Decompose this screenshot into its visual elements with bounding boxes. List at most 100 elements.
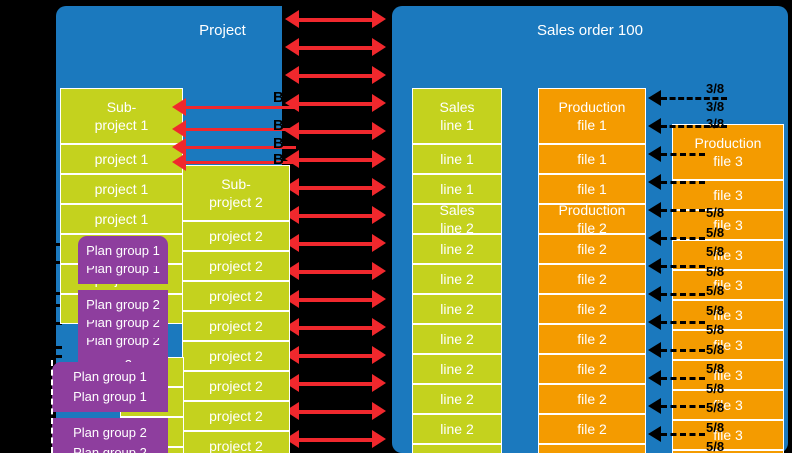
subproject-link-arrow-head xyxy=(172,153,186,171)
subproject-2-card[interactable]: project 2 xyxy=(182,431,290,453)
ratio-arrow-head xyxy=(648,118,661,134)
production-file-card[interactable]: file 2 xyxy=(538,264,646,294)
bracket-glyph: B xyxy=(273,89,284,106)
production-file-3-card[interactable]: file 3 xyxy=(672,180,784,210)
production-file-card[interactable]: file 2 xyxy=(538,414,646,444)
bidirectional-arrow-shaft xyxy=(299,270,372,274)
subproject-2-card[interactable]: project 2 xyxy=(182,221,290,251)
bidirectional-arrow-head-right xyxy=(372,206,386,224)
sales-line-card[interactable]: line 2 xyxy=(412,324,502,354)
subproject-2-card-label: project 2 xyxy=(209,318,263,334)
sales-line-card-label: Sales line 1 xyxy=(439,99,475,133)
sales-line-card[interactable]: line 2 xyxy=(412,354,502,384)
subproject-1-card-label: Sub- project 1 xyxy=(94,99,149,133)
bidirectional-arrow-shaft xyxy=(299,130,372,134)
bidirectional-arrow-head-right xyxy=(372,66,386,84)
subproject-1-card[interactable]: Sub- project 1 xyxy=(60,88,183,144)
production-file-3-card[interactable]: file 3 xyxy=(672,240,784,270)
ratio-arrow-shaft xyxy=(661,97,727,100)
subproject-2-card[interactable]: project 2 xyxy=(182,311,290,341)
subproject-2-card[interactable]: project 2 xyxy=(182,281,290,311)
plan-connector-line xyxy=(14,346,62,349)
production-file-card[interactable]: file 2 xyxy=(538,384,646,414)
subproject-1-card[interactable]: project 1 xyxy=(60,204,183,234)
production-file-card[interactable]: file 2 xyxy=(538,444,646,453)
plan-connector-line xyxy=(14,292,62,295)
ratio-arrow-shaft xyxy=(661,293,705,296)
subproject-2-card[interactable]: Sub- project 2 xyxy=(182,165,290,221)
production-file-3-card[interactable]: file 3 xyxy=(672,360,784,390)
plan-group-card[interactable]: Plan group 2 xyxy=(52,418,168,448)
plan-group-card[interactable]: Plan group 2 xyxy=(78,290,168,320)
sales-line-card[interactable]: line 2 xyxy=(412,414,502,444)
production-file-3-card[interactable]: file 3 xyxy=(672,330,784,360)
subproject-2-card[interactable]: project 2 xyxy=(182,371,290,401)
sales-line-card-label: line 2 xyxy=(440,331,474,347)
bidirectional-arrow-head-right xyxy=(372,430,386,448)
subproject-2-card-label: project 2 xyxy=(209,288,263,304)
sales-line-card-label: line 1 xyxy=(440,151,474,167)
sales-line-card[interactable]: line 2 xyxy=(412,444,502,453)
production-file-3-card[interactable]: file 3 xyxy=(672,390,784,420)
plan-group-card[interactable]: Plan group 1 xyxy=(52,362,168,392)
ratio-arrow-shaft xyxy=(661,433,705,436)
subproject-2-card-label: project 2 xyxy=(209,228,263,244)
ratio-arrow-head xyxy=(648,286,661,302)
ratio-arrow-head xyxy=(648,174,661,190)
sales-line-card[interactable]: line 2 xyxy=(412,234,502,264)
production-file-3-card[interactable]: Production file 3 xyxy=(672,124,784,180)
bidirectional-arrow-shaft xyxy=(299,18,372,22)
subproject-2-card[interactable]: project 2 xyxy=(182,401,290,431)
subproject-2-card[interactable]: project 2 xyxy=(182,341,290,371)
production-file-card-label: file 2 xyxy=(577,391,607,407)
bidirectional-arrow-shaft xyxy=(299,326,372,330)
sales-line-card[interactable]: Sales line 1 xyxy=(412,88,502,144)
plan-group-label: Plan group 1 xyxy=(73,369,147,384)
sales-line-card[interactable]: line 1 xyxy=(412,144,502,174)
subproject-link-arrow-shaft xyxy=(186,161,296,164)
bidirectional-arrow-head-right xyxy=(372,178,386,196)
bidirectional-arrow-head-right xyxy=(372,402,386,420)
sales-line-card[interactable]: Sales line 2 xyxy=(412,204,502,234)
production-file-3-card[interactable]: file 3 xyxy=(672,210,784,240)
production-file-card[interactable]: Production file 2 xyxy=(538,204,646,234)
bidirectional-arrow-head-right xyxy=(372,234,386,252)
ratio-arrow-head xyxy=(648,398,661,414)
plan-group-card[interactable]: Plan group 1 xyxy=(78,236,168,266)
production-file-card[interactable]: file 1 xyxy=(538,174,646,204)
bidirectional-arrow-head-left xyxy=(285,10,299,28)
subproject-1-card[interactable]: project 1 xyxy=(60,174,183,204)
production-file-card[interactable]: file 2 xyxy=(538,324,646,354)
plan-group-label: Plan group 2 xyxy=(73,425,147,440)
production-file-card[interactable]: file 1 xyxy=(538,144,646,174)
subproject-2-card[interactable]: project 2 xyxy=(182,251,290,281)
production-file-3-card[interactable]: file 3 xyxy=(672,300,784,330)
ratio-label: 5/8 xyxy=(706,302,725,318)
subproject-link-arrow-shaft xyxy=(186,128,296,131)
bidirectional-arrow-head-right xyxy=(372,346,386,364)
sales-line-card-label: line 1 xyxy=(440,181,474,197)
bidirectional-arrow-head-right xyxy=(372,10,386,28)
sales-line-card[interactable]: line 1 xyxy=(412,174,502,204)
production-file-card[interactable]: file 2 xyxy=(538,354,646,384)
ratio-arrow-shaft xyxy=(661,321,705,324)
ratio-label: 5/8 xyxy=(706,361,725,376)
sales-line-card[interactable]: line 2 xyxy=(412,294,502,324)
production-file-3-card[interactable]: file 3 xyxy=(672,450,784,453)
ratio-arrow-head xyxy=(648,370,661,386)
ratio-label: 5/8 xyxy=(706,224,725,240)
bidirectional-arrow-head-right xyxy=(372,150,386,168)
bracket-glyph: B xyxy=(273,117,284,134)
ratio-arrow-shaft xyxy=(661,265,705,268)
sales-line-card[interactable]: line 2 xyxy=(412,384,502,414)
production-file-card-label: file 2 xyxy=(577,271,607,287)
sales-line-card-label: line 2 xyxy=(440,271,474,287)
ratio-arrow-head xyxy=(648,202,661,218)
subproject-1-card[interactable]: project 1 xyxy=(60,144,183,174)
plan-connector-line xyxy=(14,304,62,307)
production-file-card[interactable]: Production file 1 xyxy=(538,88,646,144)
sales-line-card[interactable]: line 2 xyxy=(412,264,502,294)
production-file-card[interactable]: file 2 xyxy=(538,234,646,264)
production-file-card[interactable]: file 2 xyxy=(538,294,646,324)
